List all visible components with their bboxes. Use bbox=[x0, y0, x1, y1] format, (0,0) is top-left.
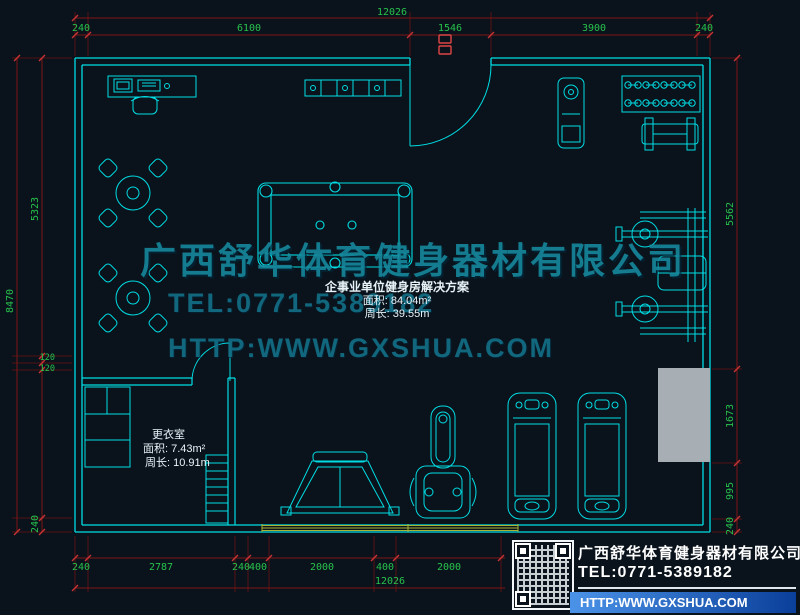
massage-chair bbox=[409, 405, 477, 519]
dim-label: 120 bbox=[40, 353, 55, 363]
wall-outline bbox=[74, 57, 711, 533]
qr-finder-icon bbox=[515, 543, 531, 559]
dim-label: 2000 bbox=[437, 562, 461, 573]
dim-label: 12026 bbox=[377, 7, 407, 18]
dim-label: 240 bbox=[725, 517, 736, 535]
column-block bbox=[658, 368, 710, 462]
mouse-icon bbox=[164, 83, 170, 89]
dim-label: 400 bbox=[249, 562, 267, 573]
dim-lines bbox=[16, 17, 738, 589]
weight-machine bbox=[615, 208, 708, 342]
qr-finder-icon bbox=[515, 591, 531, 607]
dim-ticks bbox=[13, 14, 741, 592]
dim-label: 240 bbox=[72, 562, 90, 573]
changing-room-name: 更衣室 bbox=[152, 429, 185, 441]
gym-perimeter-label: 周长: 39.55m bbox=[364, 308, 430, 320]
dim-label: 1546 bbox=[438, 23, 462, 34]
dim-label: 240 bbox=[30, 515, 41, 533]
pool-table bbox=[257, 181, 413, 269]
desk-chair bbox=[132, 96, 158, 115]
monitor-icon bbox=[113, 78, 133, 93]
company-title-block: 广西舒华体育健身器材有限公司 TEL:0771-5389182 HTTP:WWW… bbox=[508, 537, 800, 613]
dim-label: 995 bbox=[725, 482, 736, 500]
wall-cabinet bbox=[304, 79, 402, 97]
dumbbell-rack bbox=[621, 75, 701, 113]
changing-room-door bbox=[191, 342, 231, 382]
keyboard-icon bbox=[137, 79, 161, 92]
treadmill-1 bbox=[507, 392, 557, 520]
treadmill-2 bbox=[577, 392, 627, 520]
dim-label: 2000 bbox=[310, 562, 334, 573]
wall-ladder bbox=[205, 454, 229, 524]
lockers bbox=[84, 386, 131, 468]
qr-code bbox=[512, 540, 574, 610]
company-website-bar: HTTP:WWW.GXSHUA.COM bbox=[570, 592, 796, 613]
dim-label: 8470 bbox=[5, 289, 16, 313]
dim-label: 5323 bbox=[30, 197, 41, 221]
gym-area-label: 面积: 84.04m² bbox=[362, 295, 432, 307]
dim-label: 240 bbox=[232, 562, 250, 573]
flat-bench bbox=[641, 117, 699, 151]
situp-trainer bbox=[280, 451, 400, 516]
dim-label: 12026 bbox=[375, 576, 405, 587]
dim-label: 240 bbox=[695, 23, 713, 34]
company-name: 广西舒华体育健身器材有限公司 bbox=[578, 545, 800, 562]
changing-room-area: 面积: 7.43m² bbox=[143, 443, 206, 455]
changing-room-perimeter: 周长: 10.91m bbox=[145, 457, 210, 469]
gym-solution-title: 企事业单位健身房解决方案 bbox=[324, 280, 470, 294]
dining-set-2 bbox=[98, 263, 168, 333]
dim-label: 1673 bbox=[725, 404, 736, 428]
entry-door bbox=[409, 64, 492, 147]
dim-label: 2787 bbox=[149, 562, 173, 573]
dining-set-1 bbox=[98, 158, 168, 228]
qr-finder-icon bbox=[555, 543, 571, 559]
company-tel: TEL:0771-5389182 bbox=[578, 564, 796, 589]
office-desk bbox=[107, 75, 197, 115]
dim-label: 3900 bbox=[582, 23, 606, 34]
dim-label: 240 bbox=[72, 23, 90, 34]
dim-label: 120 bbox=[40, 364, 55, 374]
window-strip bbox=[261, 524, 519, 532]
water-cooler bbox=[557, 77, 585, 149]
dim-labels: 12026 240 6100 1546 3900 240 8470 5323 1… bbox=[5, 7, 736, 587]
changing-room-walls bbox=[82, 377, 236, 525]
dim-label: 5562 bbox=[725, 202, 736, 226]
dim-label: 400 bbox=[376, 562, 394, 573]
door-marker-icon bbox=[438, 34, 452, 55]
dim-label: 6100 bbox=[237, 23, 261, 34]
